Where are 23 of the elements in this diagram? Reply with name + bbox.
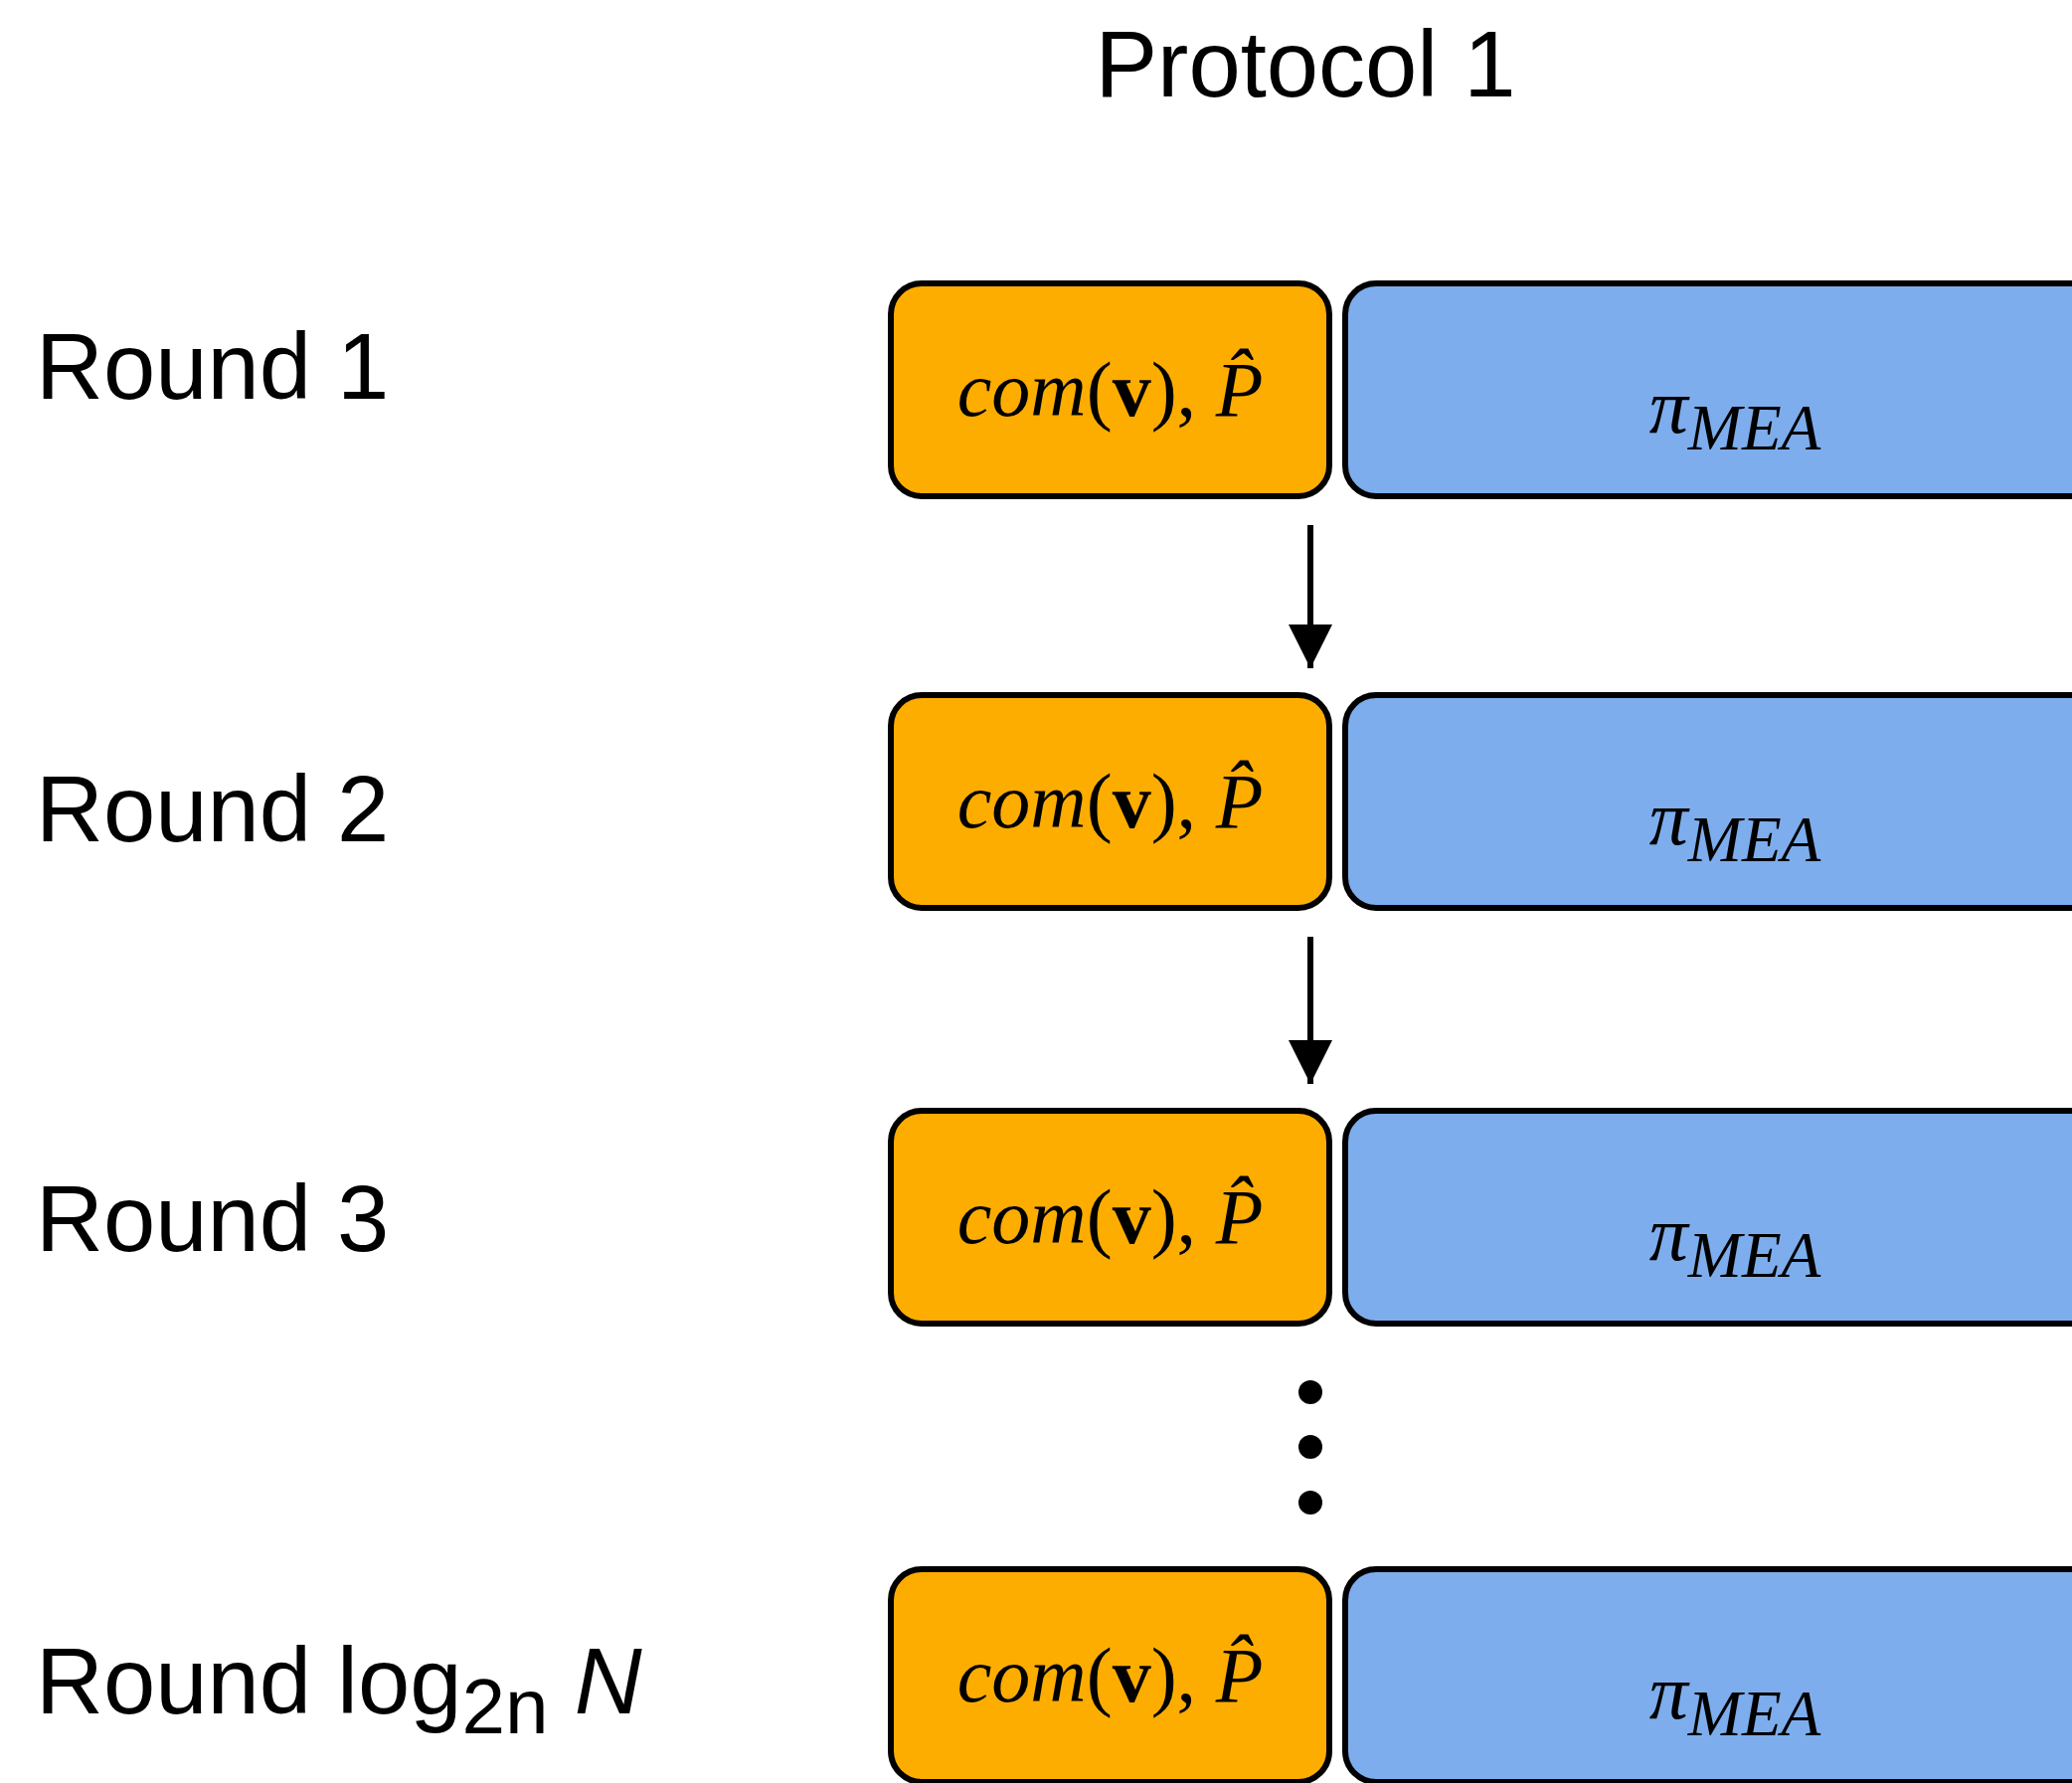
process-box	[888, 1566, 1332, 1783]
process-box	[1342, 1566, 2072, 1783]
arrow	[1289, 937, 1332, 1084]
math-label: com(v), P̂	[956, 1631, 1264, 1720]
math-label: π$_{MEA}$	[1648, 774, 1821, 877]
row-label: Round 2	[36, 763, 390, 856]
row-label: Round 1	[36, 320, 390, 414]
math-label: com(v), P̂	[956, 757, 1264, 846]
title: Protocol 1	[1095, 18, 1516, 111]
math-label: com(v), P̂	[956, 1172, 1264, 1262]
process-box	[1342, 692, 2072, 911]
math-label: π$_{MEA}$	[1648, 1648, 1821, 1751]
row-label: Round log$_{2n}$ N	[36, 1635, 642, 1746]
process-box	[1342, 1108, 2072, 1327]
math-label: com(v), P̂	[956, 345, 1264, 435]
process-box	[888, 280, 1332, 499]
row-label: Round 3	[36, 1172, 390, 1266]
process-box	[888, 1108, 1332, 1327]
process-box	[888, 692, 1332, 911]
arrow	[1289, 525, 1332, 668]
math-label: π$_{MEA}$	[1648, 362, 1821, 465]
math-label: π$_{MEA}$	[1648, 1189, 1821, 1293]
process-box	[1342, 280, 2072, 499]
